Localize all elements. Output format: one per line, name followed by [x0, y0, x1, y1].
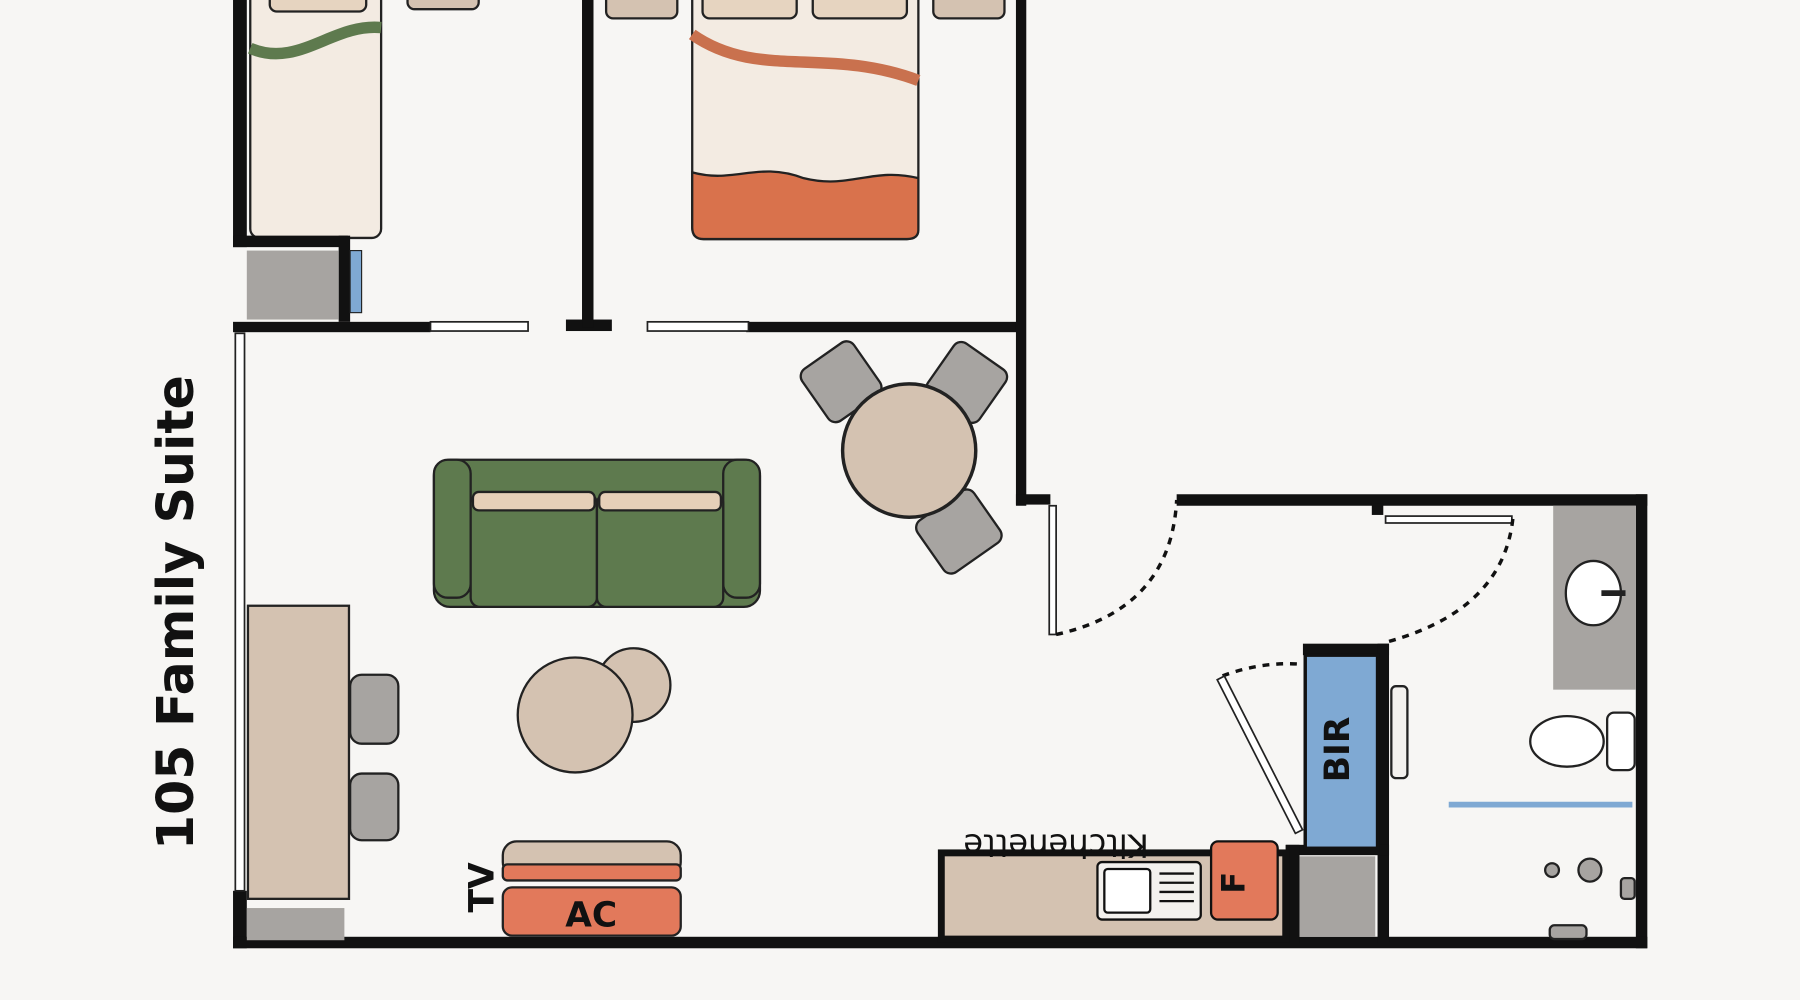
built-in-robe — [1303, 653, 1380, 850]
bir-label: BIR — [1318, 717, 1358, 783]
dining-set — [799, 340, 1009, 575]
bir-door — [1216, 674, 1304, 835]
suite-title: 105 Family Suite — [146, 375, 205, 850]
wardrobe-door — [349, 250, 363, 314]
ac-label: AC — [565, 895, 617, 935]
coffee-tables — [516, 647, 672, 774]
windows — [234, 320, 1513, 892]
tv-unit — [501, 840, 682, 937]
cupboard — [1299, 856, 1376, 937]
fridge-label: F — [1214, 872, 1252, 894]
wardrobe — [246, 250, 339, 320]
desk — [246, 604, 400, 900]
tv-label: TV — [463, 862, 503, 913]
bathroom-fixtures — [1448, 505, 1636, 941]
towel-rail — [1390, 685, 1409, 780]
kitchen-counter — [937, 840, 1290, 943]
sofa — [432, 458, 762, 609]
door-swings — [1055, 499, 1515, 678]
cabinet — [246, 908, 345, 941]
double-bed — [604, 0, 1006, 241]
kitchenette-label: Kitchenette — [963, 826, 1149, 864]
